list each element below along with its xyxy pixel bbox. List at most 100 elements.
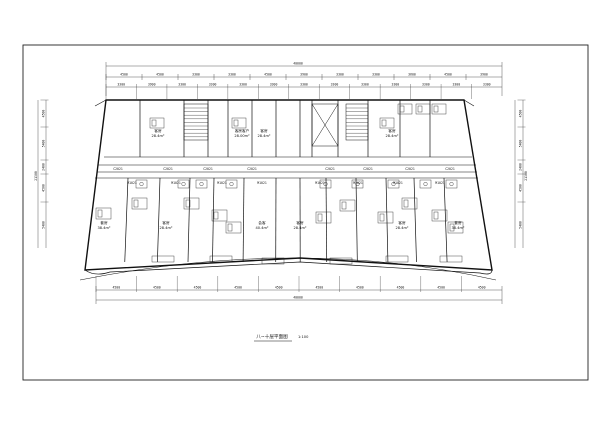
side-dimension-label: 5400 xyxy=(42,140,46,148)
top-dimension-chain xyxy=(105,62,503,96)
side-dimension-label: 4500 xyxy=(42,184,46,192)
room-name: 客房 xyxy=(296,220,304,225)
wall xyxy=(187,177,191,263)
side-dimension-label: 5400 xyxy=(519,140,523,148)
top-dimension-label-2: 3300 xyxy=(483,83,491,87)
top-dimension-label-2: 3300 xyxy=(209,83,217,87)
bed xyxy=(149,117,165,129)
bottom-dimension-label: 4500 xyxy=(397,286,405,290)
top-dimension-label: 3300 xyxy=(372,73,380,77)
room-name: 客房 xyxy=(162,220,170,225)
toilet xyxy=(423,181,428,186)
wall xyxy=(124,177,129,263)
window-tag: C2021 xyxy=(247,167,257,171)
room-name: 套房 xyxy=(100,220,108,225)
room-name: 客房 xyxy=(388,128,396,133)
bathroom-fixture xyxy=(419,179,432,189)
top-dimension-label-2: 3300 xyxy=(117,83,125,87)
top-dimension-label: 3300 xyxy=(336,73,344,77)
balcony-furniture xyxy=(329,257,353,265)
top-dimension-label-2: 3300 xyxy=(392,83,400,87)
top-dimension-label-2: 3300 xyxy=(452,83,460,87)
side-dimension-label: 4500 xyxy=(519,110,523,118)
bottom-dimension-label: 4500 xyxy=(315,286,323,290)
drawing-title: 八~十层平面图 xyxy=(256,333,288,340)
top-dimension-label: 3600 xyxy=(408,73,416,77)
bottom-dimension-label: 4500 xyxy=(437,286,445,290)
pillow xyxy=(151,119,157,127)
top-dimension-label: 3300 xyxy=(192,73,200,77)
toilet xyxy=(391,181,396,186)
door-tag: M1021 xyxy=(435,181,445,185)
bed xyxy=(447,221,464,234)
room-area: 28.4m² xyxy=(160,226,174,230)
top-dimension-label-2: 3300 xyxy=(422,83,430,87)
pillow xyxy=(417,105,423,113)
room-name: 客房 xyxy=(260,128,268,133)
bottom-overall-dimension: 40000 xyxy=(293,296,303,300)
room-name: 客房客户 xyxy=(235,128,250,133)
top-dimension-label: 3300 xyxy=(228,73,236,77)
window-tag: C2021 xyxy=(113,167,123,171)
top-dimension-label: 4500 xyxy=(120,73,128,77)
room-name: 会客 xyxy=(258,220,266,225)
balcony-furniture xyxy=(261,257,285,265)
bed xyxy=(95,207,112,220)
room-area: 38.4m² xyxy=(98,226,112,230)
balcony-furniture xyxy=(151,255,175,263)
pillow xyxy=(449,223,455,232)
pillow xyxy=(379,213,385,222)
pillow xyxy=(381,119,387,127)
door-tag: M1021 xyxy=(217,181,227,185)
bathroom-fixture xyxy=(387,179,400,189)
bed xyxy=(379,117,395,129)
balcony-furniture xyxy=(209,255,233,263)
bed xyxy=(415,103,431,115)
toilet xyxy=(181,181,186,186)
top-dimension-label-2: 3300 xyxy=(361,83,369,87)
top-dimension-label-2: 3300 xyxy=(270,83,278,87)
furniture xyxy=(95,103,464,265)
window-tag: C2021 xyxy=(445,167,455,171)
pillow xyxy=(317,213,323,222)
bottom-dimension-label: 4500 xyxy=(356,286,364,290)
wall xyxy=(385,177,389,263)
room-area: 40.4m² xyxy=(256,226,270,230)
top-dimension-label: 4500 xyxy=(444,73,452,77)
door-tag: M1021 xyxy=(171,181,181,185)
room-name: 客房 xyxy=(398,220,406,225)
room-area: 28.4m² xyxy=(386,134,400,138)
bathroom-fixture xyxy=(445,179,458,189)
top-overall-dimension: 40000 xyxy=(293,62,303,66)
wall xyxy=(325,177,328,263)
window-tag: C2021 xyxy=(363,167,373,171)
door-tag: M1021 xyxy=(393,181,403,185)
side-dimension-label: 4500 xyxy=(519,184,523,192)
door-tag: M1021 xyxy=(257,181,267,185)
pillow xyxy=(185,199,191,208)
side-dimension-chains xyxy=(37,100,524,248)
bathroom-fixture xyxy=(319,179,332,189)
bottom-dimension-label: 4500 xyxy=(275,286,283,290)
pillow xyxy=(433,211,439,220)
balcony-furniture xyxy=(385,255,409,263)
top-dimension-label-2: 3900 xyxy=(148,83,156,87)
bed xyxy=(183,197,200,210)
top-dimension-label: 4500 xyxy=(156,73,164,77)
toilet xyxy=(199,181,204,186)
pillow xyxy=(97,209,103,218)
side-dimension-label: 2400 xyxy=(42,163,46,171)
bottom-dimension-label: 4500 xyxy=(153,286,161,290)
top-dimension-label: 4500 xyxy=(264,73,272,77)
lower-room-labels: 套房38.4m²客房28.4m²会客40.4m²客房28.4m²客房28.4m²… xyxy=(98,220,466,230)
bed xyxy=(211,209,228,222)
wall xyxy=(413,177,417,263)
window-tag: C2021 xyxy=(163,167,173,171)
window-tag: C2021 xyxy=(325,167,335,171)
balcony-furniture xyxy=(439,255,463,263)
side-dimension-label: 2400 xyxy=(519,163,523,171)
